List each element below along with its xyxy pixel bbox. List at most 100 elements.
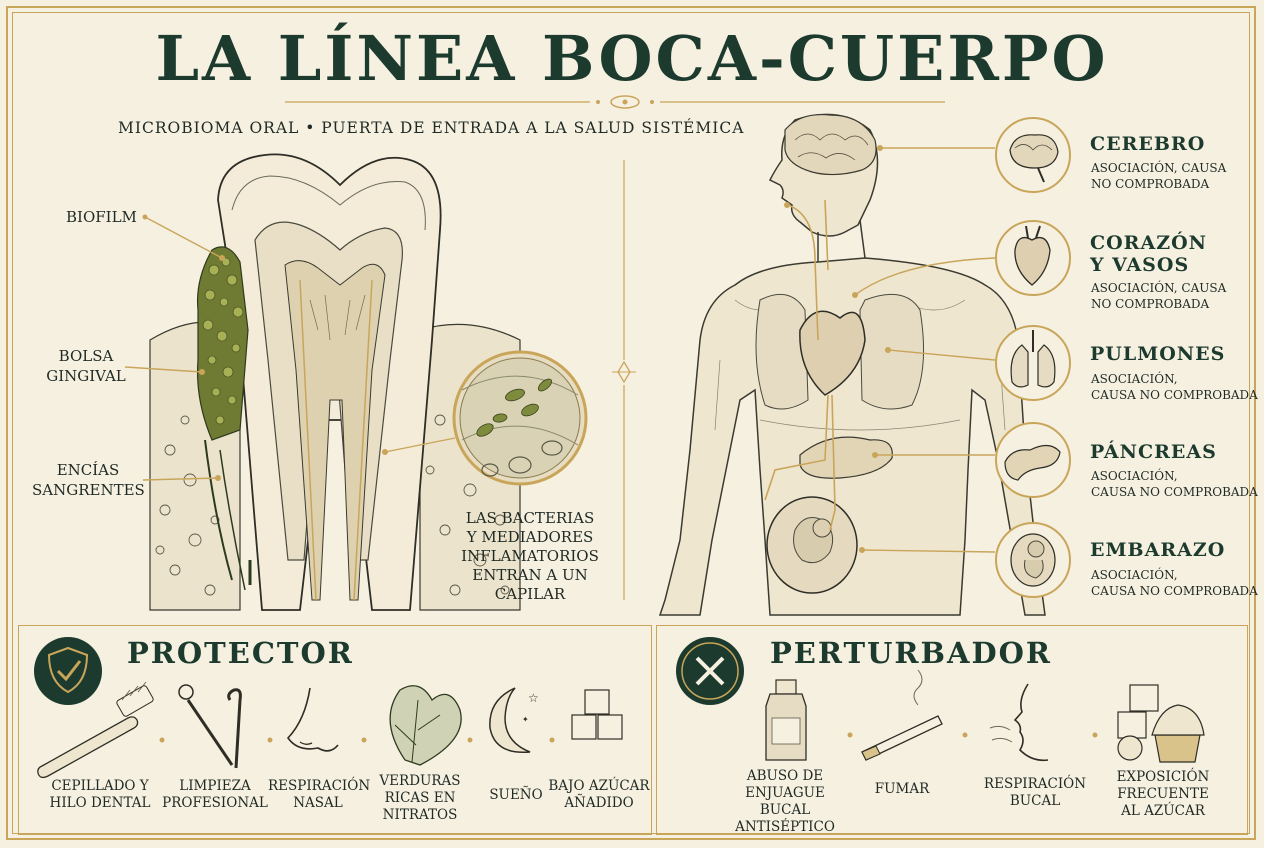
perturbador-title: PERTURBADOR: [770, 636, 1052, 670]
perturbador-panel: [656, 625, 1248, 835]
organ-pancreas-name: PÁNCREAS: [1090, 441, 1217, 463]
organ-pancreas-note-1: ASOCIACIÓN,: [1091, 469, 1178, 483]
capillary-magnifier: [452, 350, 588, 486]
svg-text:✦: ✦: [522, 715, 529, 724]
organ-lungs-note: ASOCIACIÓN, CAUSA NO COMPROBADA: [1091, 371, 1258, 403]
protector-item-nasal-line-2: NASAL: [293, 795, 343, 811]
protector-item-brushing: CEPILLADO Y HILO DENTAL: [40, 778, 160, 812]
brain-icon: [995, 117, 1071, 193]
perturbador-item-mouthwash-line-2: ENJUAGUE BUCAL: [745, 785, 825, 818]
nose-icon: [286, 687, 339, 752]
perturbador-item-sugar-exposure-line-2: FRECUENTE: [1117, 786, 1209, 802]
capillary-line-5: CAPILAR: [494, 585, 566, 603]
organ-pancreas-note-2: CAUSA NO COMPROBADA: [1091, 485, 1258, 499]
sugar-cubes-icon: [571, 689, 623, 740]
moon-icon: ☆ ✦: [489, 687, 539, 754]
biofilm-label: BIOFILM: [66, 208, 137, 226]
svg-text:☆: ☆: [528, 691, 539, 705]
center-divider: [612, 160, 636, 600]
capillary-line-4: ENTRAN A UN: [472, 566, 588, 584]
protector-item-low-sugar: BAJO AZÚCAR AÑADIDO: [548, 778, 650, 812]
perturbador-item-smoking: FUMAR: [874, 781, 930, 797]
perturbador-item-mouth-breathing: RESPIRACIÓN BUCAL: [975, 776, 1095, 810]
capillary-line-2: Y MEDIADORES: [466, 528, 594, 546]
protector-item-brushing-line-1: CEPILLADO Y: [51, 778, 149, 794]
perturbador-item-mouth-breathing-line-2: BUCAL: [1009, 793, 1061, 809]
pancreas-icon: [995, 422, 1071, 498]
protector-item-greens-line-1: VERDURAS: [379, 773, 461, 789]
title-ornament: [285, 95, 945, 109]
organ-lungs-name: PULMONES: [1090, 343, 1226, 365]
protector-item-low-sugar-line-1: BAJO AZÚCAR: [548, 778, 650, 794]
lungs-icon: [995, 325, 1071, 401]
mouth-breathing-icon: [989, 683, 1049, 762]
organ-pregnancy-note-1: ASOCIACIÓN,: [1091, 568, 1178, 582]
page-title: LA LÍNEA BOCA-CUERPO: [155, 22, 1109, 95]
protector-title: PROTECTOR: [127, 636, 354, 670]
perturbador-item-sugar-exposure-line-1: EXPOSICIÓN: [1116, 769, 1210, 785]
inner-border: [12, 12, 1250, 834]
protector-item-cleaning-line-2: PROFESIONAL: [162, 795, 268, 811]
protector-item-brushing-line-2: HILO DENTAL: [49, 795, 151, 811]
organ-heart-note-2: NO COMPROBADA: [1091, 297, 1210, 311]
bleeding-gums-label: ENCÍAS SANGRENTES: [32, 460, 145, 500]
protector-item-cleaning-line-1: LIMPIEZA: [179, 778, 251, 794]
capillary-line-1: LAS BACTERIAS: [465, 509, 595, 527]
bleeding-gums-line-1: ENCÍAS: [56, 461, 120, 479]
organ-heart-name: CORAZÓN Y VASOS: [1090, 232, 1207, 276]
protector-panel: [18, 625, 652, 835]
organ-lungs-note-1: ASOCIACIÓN,: [1091, 372, 1178, 386]
page-subtitle: MICROBIOMA ORAL • PUERTA DE ENTRADA A LA…: [118, 119, 745, 137]
tooth-cross-section: [124, 153, 588, 611]
shield-check-icon: [34, 637, 102, 705]
capillary-line-3: INFLAMATORIOS: [461, 547, 599, 565]
human-body-figure: [658, 113, 1046, 616]
perturbador-item-sugar-exposure: EXPOSICIÓN FRECUENTE AL AZÚCAR: [1108, 769, 1218, 820]
organ-heart-name-1: CORAZÓN: [1090, 232, 1207, 254]
perturbador-item-sugar-exposure-line-3: AL AZÚCAR: [1121, 803, 1205, 819]
outer-border: [6, 6, 1256, 840]
organ-heart-note-1: ASOCIACIÓN, CAUSA: [1091, 281, 1227, 295]
protector-item-greens-line-3: NITRATOS: [382, 807, 458, 823]
dental-tools-icon: [178, 684, 242, 769]
organ-pregnancy-name: EMBARAZO: [1090, 539, 1226, 561]
sweets-icon: [1117, 684, 1205, 763]
perturbador-item-mouthwash: ABUSO DE ENJUAGUE BUCAL ANTISÉPTICO: [722, 768, 848, 836]
gingival-pocket-label: BOLSA GINGIVAL: [30, 346, 142, 386]
biofilm-cluster: [196, 246, 249, 441]
fetus-icon: [995, 522, 1071, 598]
organ-heart-name-2: Y VASOS: [1090, 254, 1190, 276]
cigarette-icon: [861, 669, 943, 761]
gingival-pocket-line-2: GINGIVAL: [46, 367, 126, 385]
leafy-greens-icon: [389, 685, 462, 766]
organ-pregnancy-note: ASOCIACIÓN, CAUSA NO COMPROBADA: [1091, 567, 1258, 599]
organ-heart-note: ASOCIACIÓN, CAUSA NO COMPROBADA: [1091, 280, 1226, 312]
perturbador-item-mouthwash-line-1: ABUSO DE: [746, 768, 824, 784]
perturbador-item-mouthwash-line-3: ANTISÉPTICO: [735, 819, 835, 835]
perturbador-item-mouth-breathing-line-1: RESPIRACIÓN: [983, 776, 1087, 792]
organ-brain-name: CEREBRO: [1090, 133, 1206, 155]
toothbrush-icon: [37, 681, 154, 779]
perturbador-separators: [847, 732, 1098, 738]
organ-brain-note-2: NO COMPROBADA: [1091, 177, 1210, 191]
organ-brain-note: ASOCIACIÓN, CAUSA NO COMPROBADA: [1091, 160, 1226, 192]
protector-item-sleep: SUEÑO: [489, 787, 543, 803]
mouthwash-icon: [765, 679, 807, 761]
protector-item-nasal-line-1: RESPIRACIÓN: [268, 778, 371, 794]
bleeding-gums-line-2: SANGRENTES: [32, 481, 145, 499]
protector-item-low-sugar-line-2: AÑADIDO: [564, 795, 634, 811]
heart-icon: [995, 220, 1071, 296]
cross-x-icon: [676, 637, 744, 705]
organ-connectors: [854, 147, 996, 553]
protector-item-greens: VERDURAS RICAS EN NITRATOS: [370, 773, 470, 824]
protector-item-nasal: RESPIRACIÓN NASAL: [268, 778, 371, 812]
organ-pancreas-note: ASOCIACIÓN, CAUSA NO COMPROBADA: [1091, 468, 1258, 500]
capillary-entry-label: LAS BACTERIAS Y MEDIADORES INFLAMATORIOS…: [450, 509, 610, 604]
protector-item-greens-line-2: RICAS EN: [384, 790, 456, 806]
gingival-pocket-line-1: BOLSA: [58, 347, 114, 365]
organ-lungs-note-2: CAUSA NO COMPROBADA: [1091, 388, 1258, 402]
organ-brain-note-1: ASOCIACIÓN, CAUSA: [1091, 161, 1227, 175]
organ-pregnancy-note-2: CAUSA NO COMPROBADA: [1091, 584, 1258, 598]
